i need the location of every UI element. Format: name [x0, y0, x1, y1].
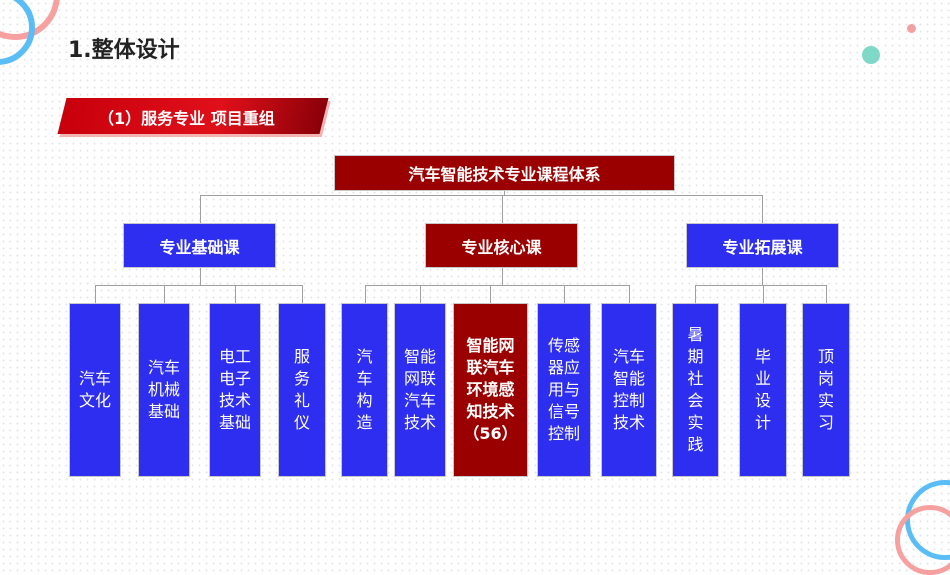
- course-node: 汽车 机械 基础: [138, 303, 190, 477]
- connector: [302, 285, 303, 303]
- decor-dot-pink: [907, 24, 916, 33]
- connector: [490, 285, 491, 303]
- course-node: 电工 电子 技术 基础: [209, 303, 261, 477]
- connector: [629, 285, 630, 303]
- course-node: 顶 岗 实 习: [802, 303, 850, 477]
- group-node-foundation: 专业基础课: [123, 223, 276, 268]
- decor-ring-br-red: [895, 505, 950, 575]
- course-node: 暑 期 社 会 实 践: [672, 303, 719, 477]
- connector: [762, 268, 763, 285]
- connector: [95, 285, 303, 286]
- section-banner-text: （1）服务专业 项目重组: [98, 109, 275, 128]
- connector: [365, 285, 366, 303]
- course-node: 智能 网联 汽车 技术: [394, 303, 446, 477]
- connector: [200, 195, 762, 196]
- decor-ring-blue: [0, 0, 35, 65]
- connector: [200, 268, 201, 285]
- decor-dot-teal: [862, 46, 880, 64]
- connector: [695, 285, 827, 286]
- course-node: 汽车 文化: [69, 303, 121, 477]
- connector: [502, 195, 503, 223]
- connector: [763, 285, 764, 303]
- group-node-core: 专业核心课: [425, 223, 578, 268]
- connector: [504, 191, 505, 195]
- connector: [826, 285, 827, 303]
- connector: [695, 285, 696, 303]
- connector: [502, 268, 503, 285]
- root-node: 汽车智能技术专业课程体系: [334, 155, 675, 191]
- connector: [365, 285, 630, 286]
- group-node-extension: 专业拓展课: [686, 223, 839, 268]
- course-node-highlight: 智能网 联汽车 环境感 知技术 （56）: [453, 303, 528, 477]
- connector: [420, 285, 421, 303]
- connector: [762, 195, 763, 223]
- page-title: 1.整体设计: [68, 38, 180, 63]
- course-node: 汽车 智能 控制 技术: [601, 303, 657, 477]
- course-node: 汽 车 构 造: [341, 303, 388, 477]
- connector: [235, 285, 236, 303]
- connector: [164, 285, 165, 303]
- connector: [95, 285, 96, 303]
- connector: [200, 195, 201, 223]
- course-node: 毕 业 设 计: [739, 303, 787, 477]
- course-node: 服 务 礼 仪: [278, 303, 326, 477]
- course-node: 传感 器应 用与 信号 控制: [537, 303, 591, 477]
- connector: [564, 285, 565, 303]
